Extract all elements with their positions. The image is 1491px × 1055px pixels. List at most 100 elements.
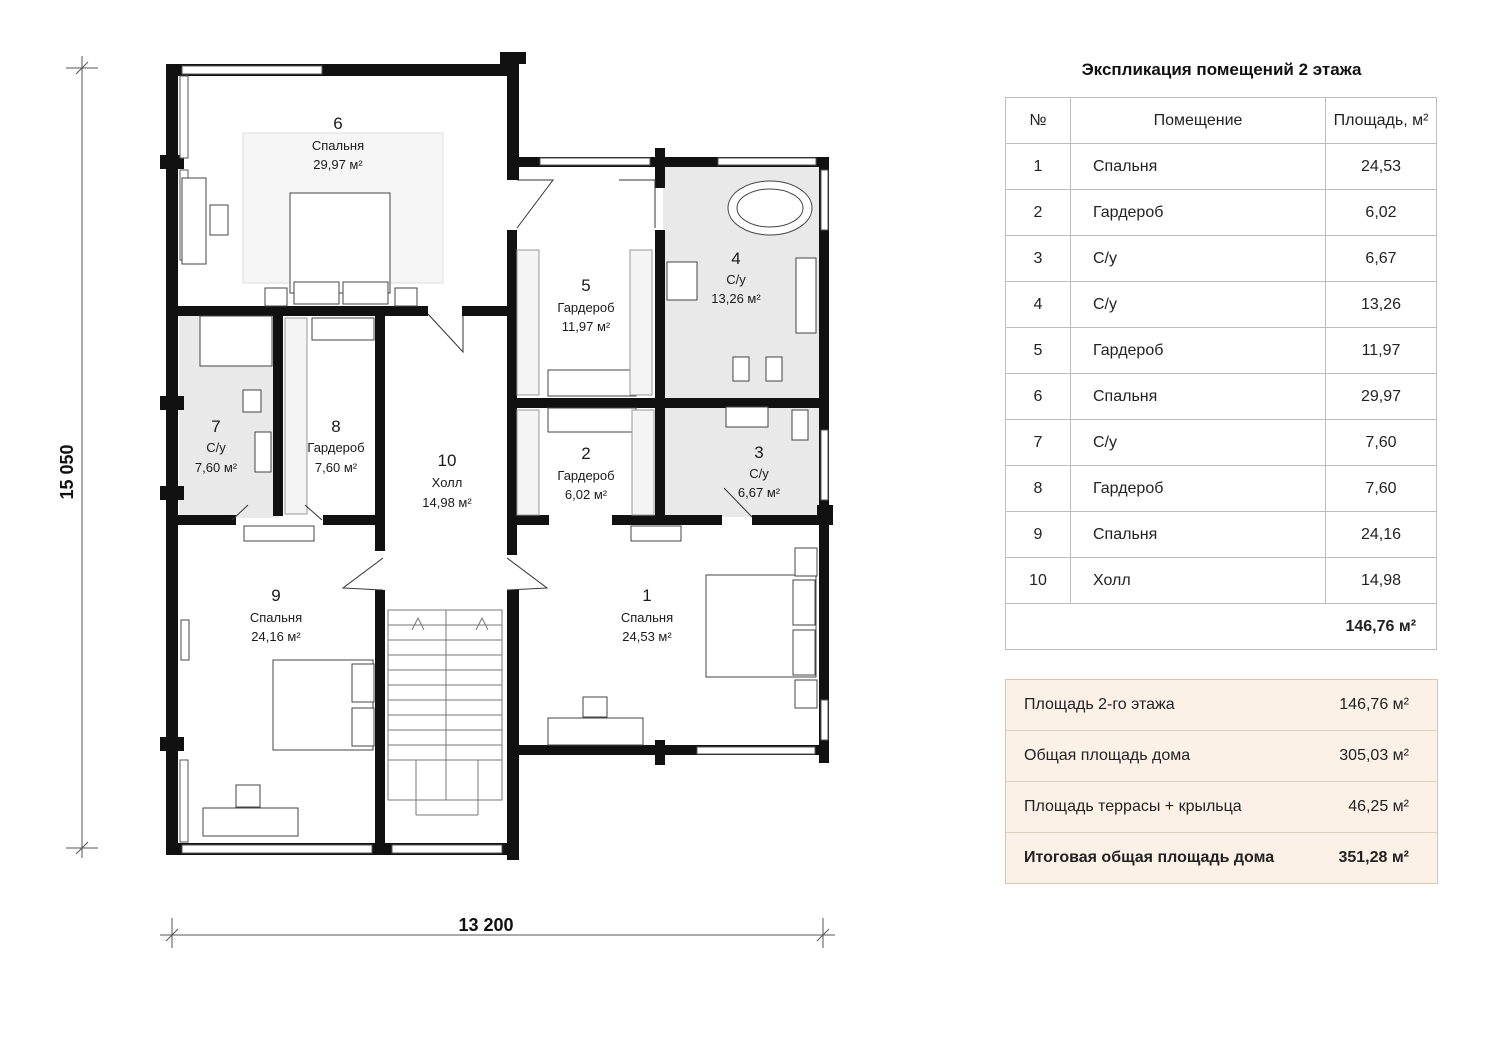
summary-value: 46,25 м² (1348, 798, 1409, 815)
svg-text:10: 10 (438, 451, 457, 470)
room-label: 2 Гардероб 6,02 м² (557, 444, 614, 502)
svg-text:14,98 м²: 14,98 м² (422, 495, 472, 510)
summary-value: 146,76 м² (1339, 696, 1409, 713)
summary-value: 351,28 м² (1338, 849, 1409, 866)
svg-text:7,60 м²: 7,60 м² (195, 460, 238, 475)
explication-title: Экспликация помещений 2 этажа (1081, 60, 1362, 79)
table-header-row: № Помещение Площадь, м² (1005, 97, 1437, 144)
row-room: Спальня (1070, 373, 1326, 420)
width-dimension-label: 13 200 (458, 915, 513, 935)
row-num: 2 (1005, 189, 1071, 236)
svg-text:Спальня: Спальня (621, 610, 673, 625)
svg-text:С/у: С/у (726, 272, 746, 287)
staircase (387, 609, 503, 816)
room-label: 3 С/у 6,67 м² (738, 443, 781, 500)
svg-text:С/у: С/у (749, 466, 769, 481)
header-room: Помещение (1070, 97, 1326, 144)
svg-text:6,02 м²: 6,02 м² (565, 487, 608, 502)
summary-row: Площадь 2-го этажа 146,76 м² (1006, 680, 1437, 731)
wardrobe-shelves (284, 249, 655, 516)
row-area: 14,98 (1325, 557, 1437, 604)
total-value: 146,76 м² (1325, 603, 1437, 650)
row-area: 7,60 (1325, 465, 1437, 512)
svg-text:29,97 м²: 29,97 м² (313, 157, 363, 172)
row-room: Гардероб (1070, 465, 1326, 512)
table-total-row: 146,76 м² (1005, 603, 1437, 650)
summary-label: Площадь террасы + крыльца (1024, 798, 1242, 815)
svg-text:С/у: С/у (206, 440, 226, 455)
svg-text:6: 6 (333, 114, 342, 133)
svg-text:Спальня: Спальня (312, 138, 364, 153)
svg-text:8: 8 (331, 417, 340, 436)
svg-text:7: 7 (211, 417, 220, 436)
room-label: 5 Гардероб 11,97 м² (557, 276, 614, 334)
header-num: № (1005, 97, 1071, 144)
row-room: С/у (1070, 281, 1326, 328)
desk-9 (202, 807, 299, 837)
row-area: 6,67 (1325, 235, 1437, 282)
summary-total-row: Итоговая общая площадь дома 351,28 м² (1006, 833, 1437, 883)
summary-row: Площадь террасы + крыльца 46,25 м² (1006, 782, 1437, 833)
svg-text:Спальня: Спальня (250, 610, 302, 625)
summary-label: Площадь 2-го этажа (1024, 696, 1175, 713)
row-num: 10 (1005, 557, 1071, 604)
svg-text:1: 1 (642, 586, 651, 605)
row-room: Спальня (1070, 143, 1326, 190)
row-room: Холл (1070, 557, 1326, 604)
svg-text:9: 9 (271, 586, 280, 605)
svg-text:Гардероб: Гардероб (557, 300, 614, 315)
svg-text:Гардероб: Гардероб (307, 440, 364, 455)
doors (231, 179, 753, 591)
room-label: 6 Спальня 29,97 м² (312, 114, 364, 172)
row-area: 24,16 (1325, 511, 1437, 558)
svg-text:4: 4 (731, 249, 740, 268)
svg-text:Гардероб: Гардероб (557, 468, 614, 483)
row-room: Спальня (1070, 511, 1326, 558)
svg-text:24,53 м²: 24,53 м² (622, 629, 672, 644)
svg-text:3: 3 (754, 443, 763, 462)
row-room: С/у (1070, 235, 1326, 282)
desk-6 (181, 177, 207, 265)
bed-6 (289, 192, 391, 294)
row-num: 5 (1005, 327, 1071, 374)
floor-plan: 15 050 13 200 6 Спальня 29,97 м² 5 Гарде… (57, 52, 835, 948)
room-label: 1 Спальня 24,53 м² (621, 586, 673, 644)
svg-text:2: 2 (581, 444, 590, 463)
svg-text:13,26 м²: 13,26 м² (711, 291, 761, 306)
summary-label: Итоговая общая площадь дома (1024, 849, 1275, 866)
row-room: С/у (1070, 419, 1326, 466)
total-spacer (1005, 603, 1071, 650)
height-dimension-label: 15 050 (57, 444, 77, 499)
svg-text:Холл: Холл (432, 475, 463, 490)
summary-value: 305,03 м² (1339, 747, 1409, 764)
row-area: 7,60 (1325, 419, 1437, 466)
header-area: Площадь, м² (1325, 97, 1437, 144)
area-summary: Площадь 2-го этажа 146,76 м² Общая площа… (1005, 679, 1438, 884)
summary-row: Общая площадь дома 305,03 м² (1006, 731, 1437, 782)
svg-text:7,60 м²: 7,60 м² (315, 460, 358, 475)
row-num: 8 (1005, 465, 1071, 512)
room-label: 8 Гардероб 7,60 м² (307, 417, 364, 475)
room-label: 4 С/у 13,26 м² (711, 249, 761, 306)
svg-text:6,67 м²: 6,67 м² (738, 485, 781, 500)
row-num: 7 (1005, 419, 1071, 466)
room-label: 7 С/у 7,60 м² (195, 417, 238, 475)
svg-text:24,16 м²: 24,16 м² (251, 629, 301, 644)
summary-label: Общая площадь дома (1024, 747, 1191, 764)
row-room: Гардероб (1070, 327, 1326, 374)
row-area: 24,53 (1325, 143, 1437, 190)
room-label: 9 Спальня 24,16 м² (250, 586, 302, 644)
row-num: 3 (1005, 235, 1071, 282)
row-num: 9 (1005, 511, 1071, 558)
svg-text:11,97 м²: 11,97 м² (562, 319, 611, 334)
total-spacer (1070, 603, 1326, 650)
room-label: 10 Холл 14,98 м² (422, 451, 472, 510)
